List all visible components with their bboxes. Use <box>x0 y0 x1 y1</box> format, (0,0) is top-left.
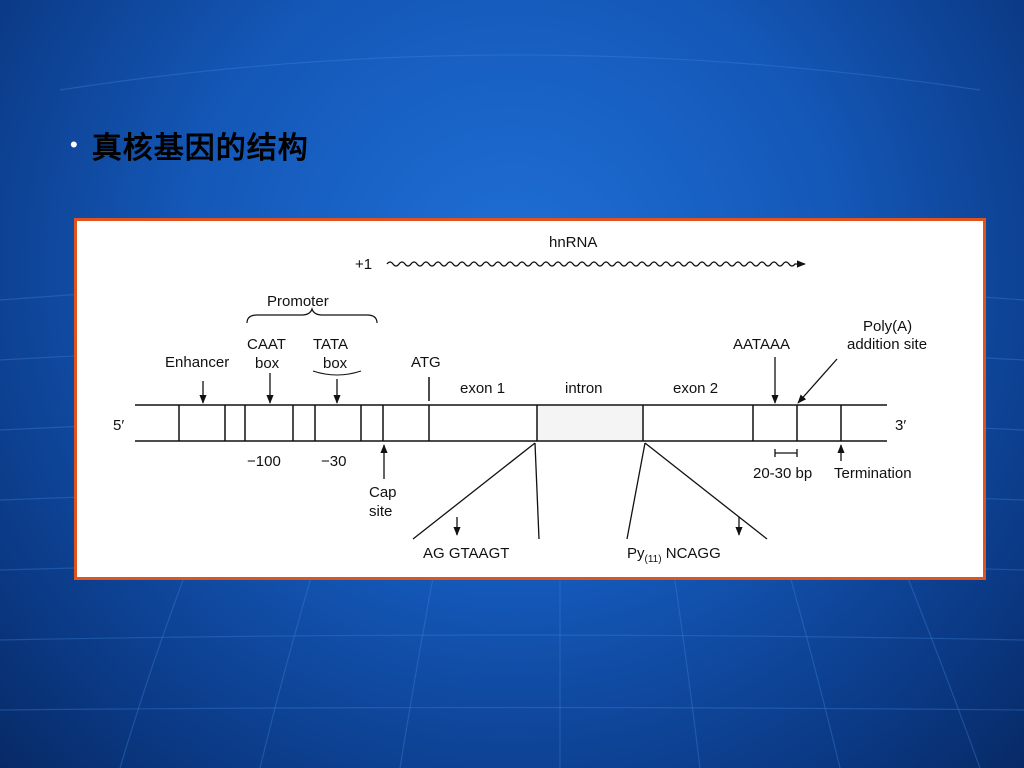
aataaa-label: AATAAA <box>733 336 790 353</box>
tata-label-1: TATA <box>313 336 348 353</box>
cap-label-1: Cap <box>369 484 397 501</box>
polya-label-2: addition site <box>847 336 927 353</box>
gene-body <box>135 404 887 442</box>
hnrna-label: hnRNA <box>549 234 597 251</box>
cap-label-2: site <box>369 503 392 520</box>
hnrna-wave <box>386 260 806 268</box>
caat-label-1: CAAT <box>247 336 286 353</box>
slide-title: • 真核基因的结构 <box>70 120 309 170</box>
position-minus100: −100 <box>247 453 281 470</box>
caat-label-2: box <box>255 355 280 372</box>
spacing-label: 20-30 bp <box>753 465 812 482</box>
intron-region <box>538 406 642 440</box>
gene-structure-figure: hnRNA +1 Promoter CAAT box TATA box Enha… <box>74 218 986 580</box>
exon1-label: exon 1 <box>460 380 505 397</box>
start-site-label: +1 <box>355 256 372 273</box>
spacing-bracket <box>774 449 798 457</box>
polya-arrow <box>797 358 838 404</box>
donor-sequence: AG GTAAGT <box>423 545 509 562</box>
three-prime-label: 3′ <box>895 417 906 434</box>
acceptor-sequence: Py(11) NCAGG <box>627 545 721 565</box>
promoter-bracket <box>246 307 378 324</box>
bullet-icon: • <box>70 132 78 157</box>
tata-label-2: box <box>323 355 348 372</box>
promoter-label: Promoter <box>267 293 329 310</box>
enhancer-label: Enhancer <box>165 354 229 371</box>
gene-diagram: hnRNA +1 Promoter CAAT box TATA box Enha… <box>113 234 927 565</box>
page-title: 真核基因的结构 <box>91 131 309 166</box>
termination-label: Termination <box>834 465 912 482</box>
polya-label-1: Poly(A) <box>863 318 912 335</box>
position-minus30: −30 <box>321 453 346 470</box>
splice-lines <box>412 442 768 540</box>
atg-label: ATG <box>411 354 441 371</box>
exon2-label: exon 2 <box>673 380 718 397</box>
five-prime-label: 5′ <box>113 417 124 434</box>
tata-underline <box>312 370 362 376</box>
intron-label: intron <box>565 380 603 397</box>
